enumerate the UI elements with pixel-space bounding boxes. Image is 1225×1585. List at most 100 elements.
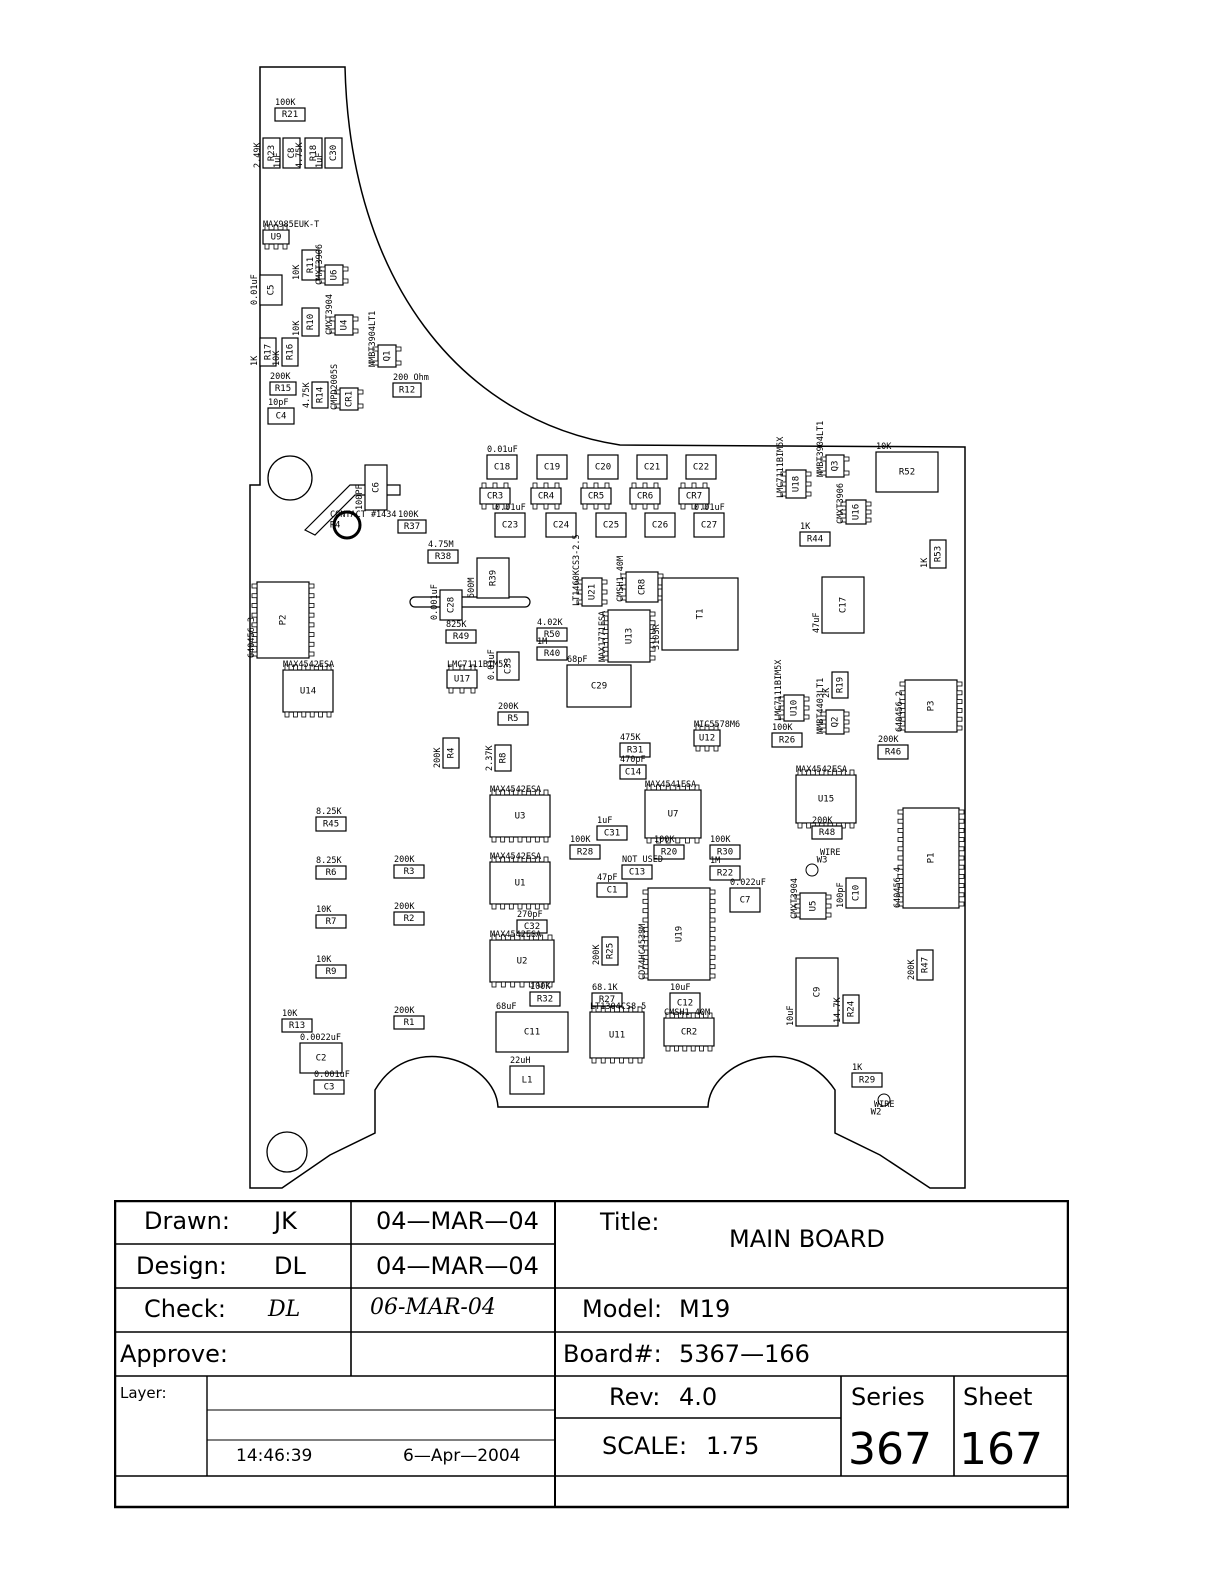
pin bbox=[897, 892, 904, 898]
pin bbox=[958, 892, 965, 898]
value-label: 470pF bbox=[620, 755, 646, 765]
value-label: 200K bbox=[812, 816, 833, 826]
component-body bbox=[916, 949, 934, 981]
component-body bbox=[799, 531, 831, 547]
ref-designator: C13 bbox=[629, 868, 645, 878]
pin bbox=[357, 403, 364, 409]
pin bbox=[500, 789, 506, 796]
value-label: 100PF bbox=[355, 484, 365, 510]
value-label: CMXT3904 bbox=[790, 878, 800, 919]
pin bbox=[649, 629, 656, 634]
pin bbox=[528, 981, 534, 988]
pin bbox=[642, 898, 649, 904]
ref-designator: R17 bbox=[264, 344, 274, 360]
pin bbox=[637, 1006, 643, 1013]
pin bbox=[554, 503, 560, 510]
component-body bbox=[256, 581, 310, 659]
value-label: CMXT3906 bbox=[836, 483, 846, 524]
pin bbox=[620, 573, 627, 579]
pin bbox=[481, 482, 487, 489]
pin bbox=[342, 278, 349, 284]
pin bbox=[897, 883, 904, 888]
pin bbox=[510, 934, 516, 941]
pin bbox=[318, 664, 324, 671]
pin bbox=[319, 278, 326, 284]
pin bbox=[840, 517, 847, 523]
component-body bbox=[661, 577, 739, 651]
pin bbox=[958, 809, 965, 815]
component-body bbox=[509, 1065, 545, 1095]
component-cr6: CR6 bbox=[629, 482, 661, 510]
pin bbox=[308, 651, 315, 657]
pin bbox=[284, 711, 290, 718]
pin bbox=[334, 403, 341, 409]
component-c26: C26 bbox=[644, 512, 676, 538]
ref-designator: CR6 bbox=[637, 492, 653, 502]
rev-value: 4.0 bbox=[679, 1383, 718, 1411]
component-c5: C50.01uF bbox=[250, 274, 283, 306]
pin bbox=[600, 1006, 606, 1013]
pin bbox=[601, 579, 608, 585]
pin bbox=[803, 714, 810, 720]
pin bbox=[631, 482, 637, 489]
ref-designator: CR2 bbox=[681, 1028, 697, 1038]
pin bbox=[292, 711, 298, 718]
pin bbox=[642, 482, 648, 489]
component-body bbox=[619, 764, 647, 780]
ref-designator: R53 bbox=[934, 546, 944, 562]
pin bbox=[682, 1012, 688, 1019]
component-body bbox=[315, 914, 347, 929]
ref-designator: C3 bbox=[324, 1083, 335, 1093]
component-body bbox=[636, 454, 668, 480]
pin bbox=[707, 1012, 713, 1019]
pin bbox=[642, 964, 649, 970]
value-label: 22uH bbox=[510, 1056, 530, 1066]
component-body bbox=[569, 844, 601, 860]
pin bbox=[674, 1045, 679, 1052]
ref-designator: W3 bbox=[817, 856, 828, 866]
component-r6: R68.25K bbox=[315, 856, 347, 880]
pin bbox=[899, 690, 906, 696]
component-body bbox=[663, 1017, 715, 1047]
ref-designator: U15 bbox=[818, 795, 834, 805]
component-body bbox=[875, 451, 939, 493]
pin bbox=[649, 655, 656, 661]
pin bbox=[825, 912, 832, 918]
component-body bbox=[644, 789, 702, 839]
pin bbox=[958, 883, 965, 888]
ref-designator: R23 bbox=[267, 145, 277, 161]
ref-designator: R11 bbox=[306, 257, 316, 273]
value-label: 270pF bbox=[517, 910, 543, 920]
pin bbox=[543, 503, 549, 510]
pin bbox=[543, 903, 549, 910]
value-label: 10K bbox=[316, 905, 332, 915]
pin bbox=[448, 687, 454, 694]
ref-designator: C24 bbox=[553, 521, 569, 531]
value-label: 1K bbox=[250, 355, 260, 366]
pin bbox=[707, 1045, 713, 1052]
pin bbox=[491, 836, 497, 843]
pin bbox=[958, 901, 965, 907]
pin bbox=[897, 846, 904, 852]
pin bbox=[958, 855, 965, 861]
value-label: CMSH1-40M bbox=[616, 556, 626, 602]
ref-designator: P4 bbox=[330, 521, 341, 531]
drawn-date: 04—MAR—04 bbox=[376, 1207, 539, 1235]
component-body bbox=[497, 711, 529, 726]
value-label: 2.49K bbox=[253, 142, 263, 168]
pin bbox=[897, 828, 904, 833]
component-body bbox=[566, 664, 632, 708]
value-label: 10pF bbox=[268, 398, 288, 408]
pin bbox=[778, 696, 785, 702]
pin bbox=[602, 638, 609, 643]
